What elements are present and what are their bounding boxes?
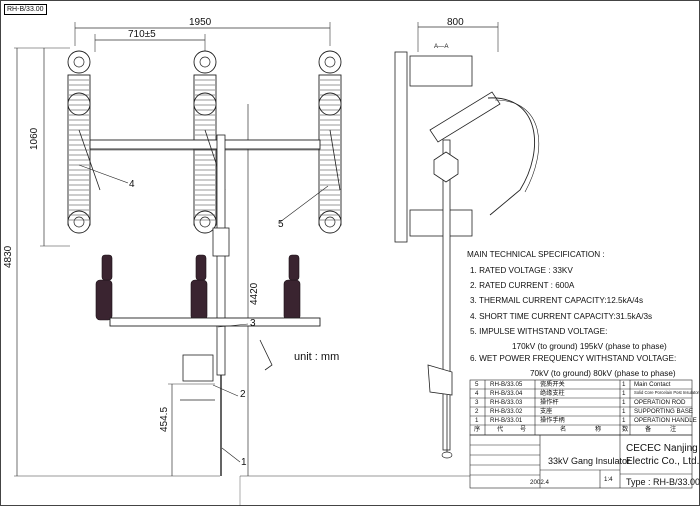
scale-value: 1:4 — [604, 476, 613, 483]
parts-row-2-qty: 1 — [622, 408, 626, 415]
parts-header-name-2: 称 — [595, 426, 602, 433]
parts-row-5-code: RH-B/33.05 — [490, 381, 523, 388]
parts-row-3-code: RH-B/33.03 — [490, 399, 523, 406]
spec-line-6: 6. WET POWER FREQUENCY WITHSTAND VOLTAGE… — [470, 354, 677, 363]
parts-row-2-code: RH-B/33.02 — [490, 408, 523, 415]
parts-row-1-qty: 1 — [622, 417, 626, 424]
spec-line-2: 2. RATED CURRENT : 600A — [470, 281, 575, 290]
parts-row-5-name: Main Contact — [634, 381, 671, 388]
parts-row-4-code: RH-B/33.04 — [490, 390, 523, 397]
dim-insulator-height: 1060 — [29, 127, 40, 150]
spec-line-3: 3. THERMAIL CURRENT CAPACITY:12.5kA/4s — [470, 296, 644, 305]
parts-header-code-1: 代 — [497, 426, 504, 433]
parts-row-2-no: 2 — [475, 408, 479, 415]
spec-heading: MAIN TECHNICAL SPECIFICATION : — [467, 250, 605, 259]
parts-header-note-1: 备 — [645, 426, 652, 433]
dim-shaft-height: 4420 — [249, 282, 260, 305]
parts-header-note-2: 注 — [670, 426, 677, 433]
parts-row-3-qty: 1 — [622, 399, 626, 406]
parts-row-3-cn: 操作杆 — [540, 399, 559, 406]
parts-row-5-cn: 瓷质开关 — [540, 381, 565, 388]
unit-note: unit : mm — [294, 351, 340, 363]
spec-impulse-values: 170kV (to ground) 195kV (phase to phase) — [512, 342, 667, 351]
callout-4: 4 — [129, 179, 135, 190]
parts-row-5-qty: 1 — [622, 381, 626, 388]
dim-phase-spacing: 710±5 — [128, 29, 156, 40]
parts-row-3-no: 3 — [475, 399, 479, 406]
company-line-1: CECEC Nanjing — [626, 443, 698, 454]
parts-header-qty: 数 — [622, 426, 629, 433]
spec-line-1: 1. RATED VOLTAGE : 33KV — [470, 266, 573, 275]
parts-row-4-qty: 1 — [622, 390, 626, 397]
spec-wet-values: 70kV (to ground) 80kV (phase to phase) — [530, 369, 676, 378]
spec-line-5: 5. IMPULSE WITHSTAND VOLTAGE: — [470, 327, 608, 336]
parts-header-name-1: 名 — [560, 426, 567, 433]
parts-row-2-name: SUPPORTING BASE — [634, 408, 694, 415]
dim-side-width: 800 — [447, 17, 464, 28]
parts-row-1-code: RH-B/33.01 — [490, 417, 523, 424]
support-insulators — [95, 254, 301, 321]
callout-1: 1 — [241, 457, 247, 468]
parts-header-no: 序 — [474, 426, 481, 433]
dim-handle-height: 454.5 — [159, 406, 170, 432]
parts-row-3-name: OPERATION ROD — [634, 399, 686, 406]
callout-2: 2 — [240, 389, 246, 400]
callout-3: 3 — [250, 318, 256, 329]
section-label: A—A — [434, 43, 449, 50]
parts-row-1-cn: 操作手柄 — [540, 417, 565, 424]
spec-line-4: 4. SHORT TIME CURRENT CAPACITY:31.5kA/3s — [470, 312, 653, 321]
parts-row-4-no: 4 — [475, 390, 479, 397]
parts-table — [469, 379, 693, 489]
dim-total-height: 4830 — [3, 245, 14, 268]
parts-row-2-cn: 支座 — [540, 408, 553, 415]
callout-5: 5 — [278, 219, 284, 230]
company-line-2: Electric Co., Ltd. — [626, 456, 700, 467]
parts-row-1-no: 1 — [475, 417, 479, 424]
parts-header-code-2: 号 — [520, 426, 527, 433]
parts-row-4-cn: 绝缘支柱 — [540, 390, 565, 397]
product-name: 33kV Gang Insulator — [548, 456, 631, 466]
drawing-reference-tag: RH-B/33.00 — [4, 4, 47, 15]
parts-row-5-no: 5 — [475, 381, 479, 388]
parts-row-4-name: Solid Core Porcelain Post Insulator — [634, 390, 699, 395]
parts-row-1-name: OPERATION HANDLE — [634, 417, 697, 424]
drawing-type: Type : RH-B/33.00 — [626, 477, 700, 487]
dim-overall-width: 1950 — [189, 17, 212, 28]
drawing-date: 2002.4 — [530, 479, 549, 486]
